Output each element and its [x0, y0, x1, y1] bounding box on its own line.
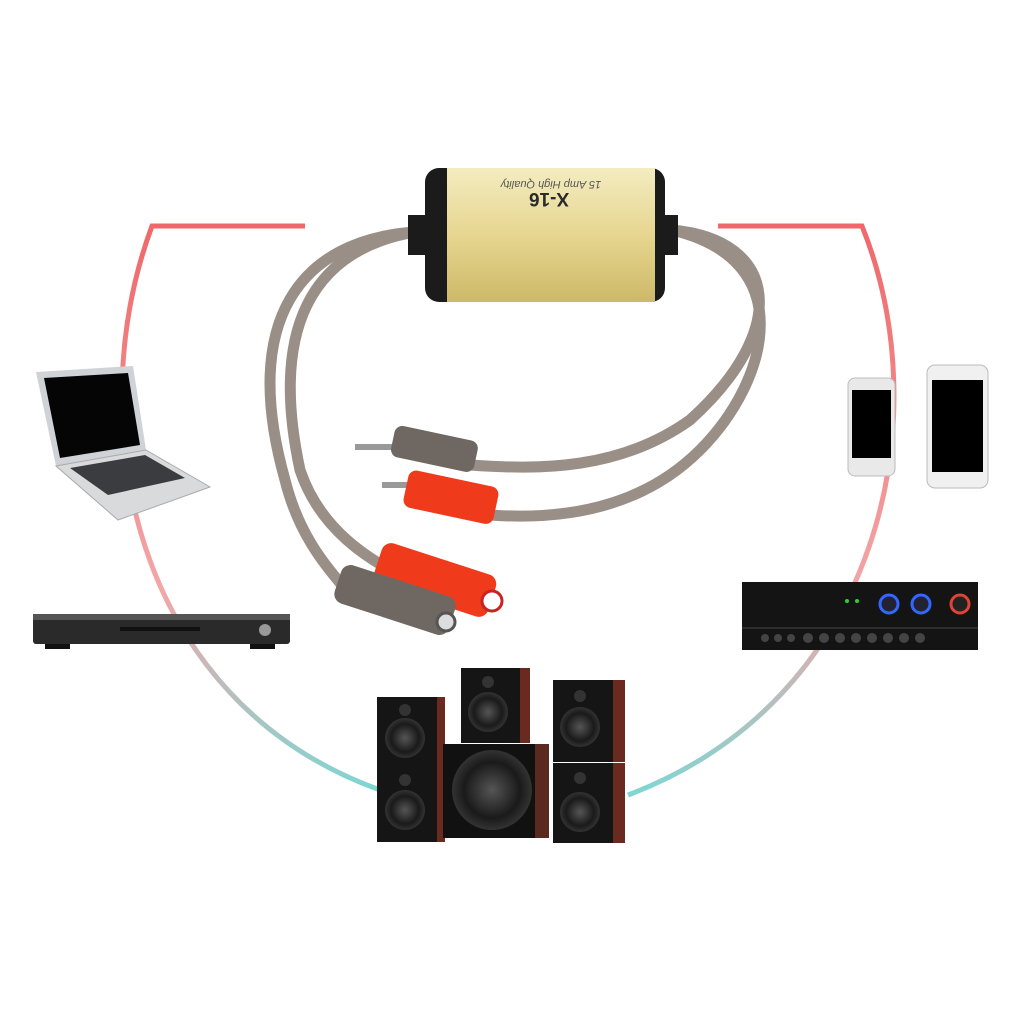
- rca-plug-red-female: [373, 543, 504, 617]
- rca-plug-gray-male: [355, 425, 478, 472]
- rca-plug-red-male: [382, 470, 499, 524]
- rating-label: 15 Amp High Quality: [499, 178, 601, 190]
- smartphone-small: [847, 377, 896, 477]
- model-label: X-16: [529, 188, 569, 209]
- laptop: [36, 366, 212, 521]
- dvd-player: [33, 614, 290, 649]
- rca-plug-gray-female: [334, 565, 457, 635]
- connection-arc: [119, 223, 897, 798]
- speaker-system: [377, 668, 625, 843]
- ground-loop-isolator: 15 Amp High Quality X-16: [408, 168, 678, 302]
- smartphone-large: [926, 364, 989, 489]
- cable: [264, 224, 766, 601]
- amplifier: [742, 582, 978, 650]
